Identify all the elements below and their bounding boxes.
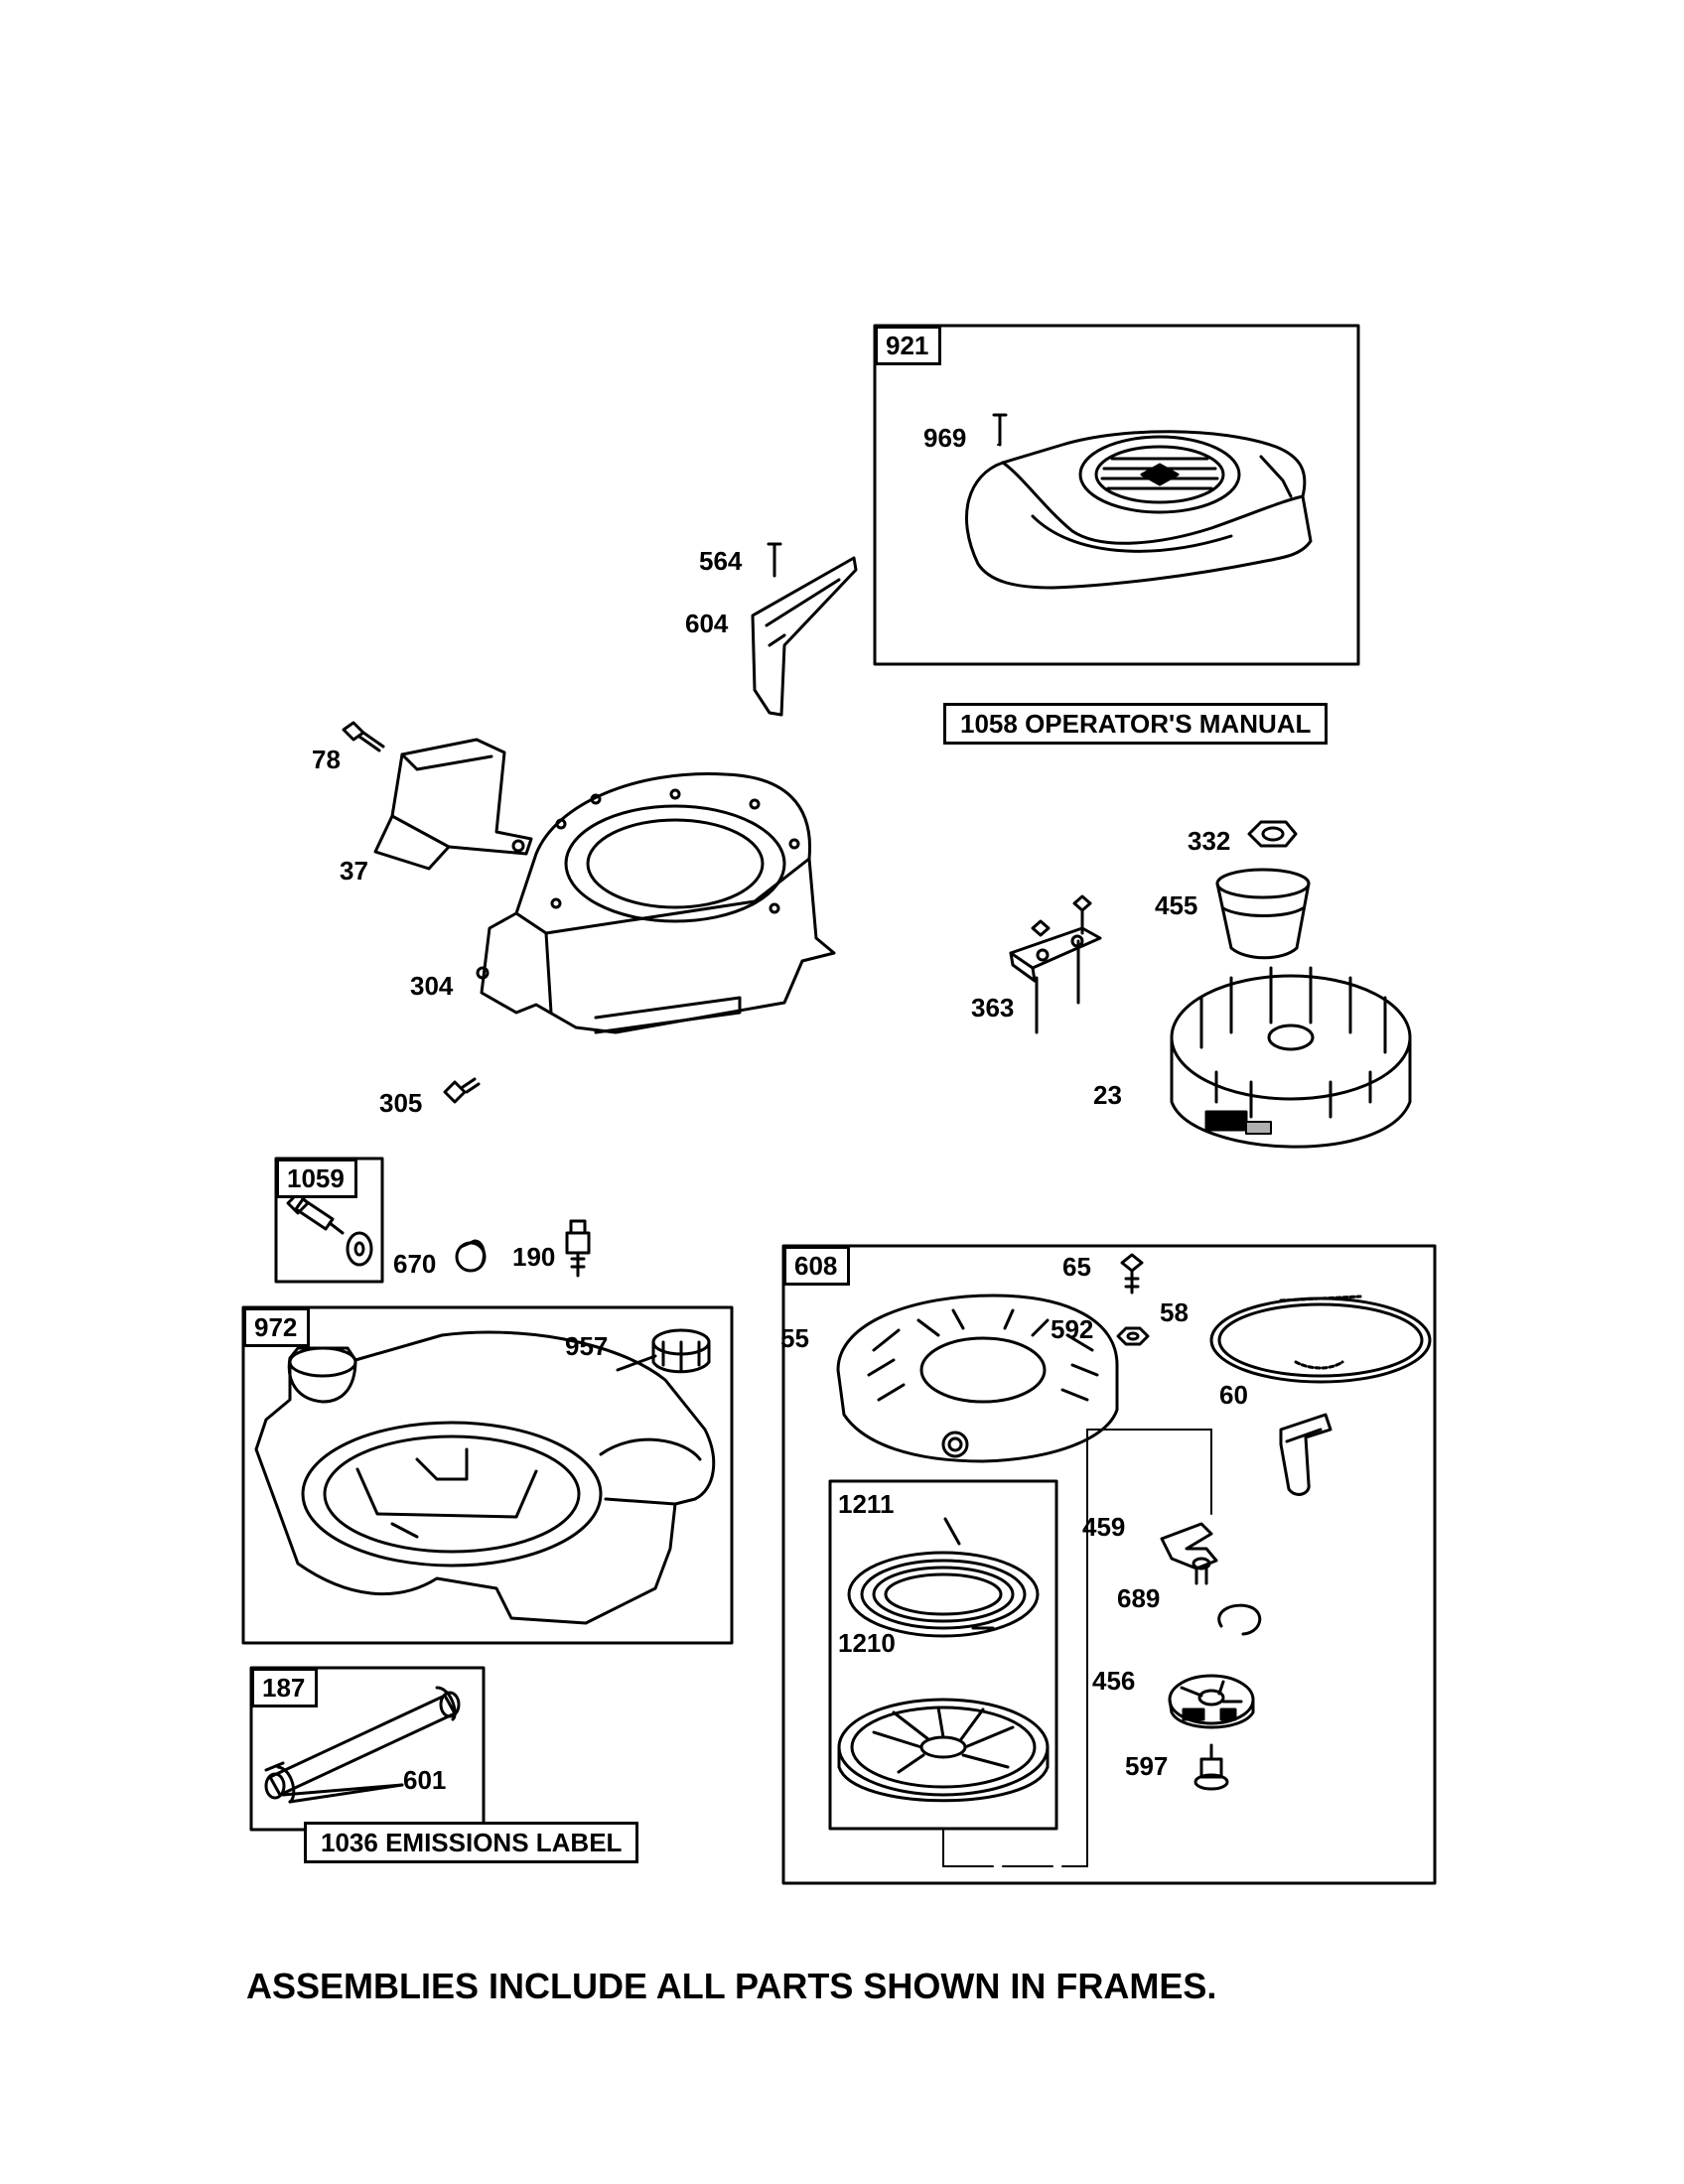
part-label-601: 601: [403, 1765, 447, 1795]
part-label-37: 37: [340, 856, 368, 886]
part-label-55: 55: [780, 1323, 809, 1353]
fuel-cap-957: [616, 1328, 711, 1374]
pulley-1210: [837, 1698, 1050, 1803]
part-label-60: 60: [1219, 1380, 1248, 1410]
operators-manual-banner: 1058 OPERATOR'S MANUAL: [943, 703, 1329, 745]
bolt-washer-1059: [286, 1191, 373, 1267]
part-label-304: 304: [410, 971, 454, 1001]
part-label-597: 597: [1125, 1751, 1169, 1781]
part-label-459: 459: [1082, 1512, 1126, 1542]
part-label-65: 65: [1062, 1252, 1091, 1282]
starter-cup-455: [1215, 868, 1311, 960]
fitting-190: [565, 1219, 591, 1278]
screw-564: [767, 542, 782, 578]
frame-921-border: [873, 324, 1360, 666]
starter-housing-55: [836, 1294, 1119, 1463]
part-label-957: 957: [565, 1331, 609, 1361]
air-guide-37: [373, 738, 533, 871]
part-label-305: 305: [379, 1088, 423, 1118]
nut-592: [1116, 1326, 1150, 1346]
ratchet-456: [1168, 1674, 1255, 1729]
emissions-label-banner: 1036 EMISSIONS LABEL: [304, 1822, 639, 1863]
blower-housing-304: [476, 772, 836, 1034]
part-label-190: 190: [512, 1242, 556, 1272]
fuel-line-187: [264, 1686, 461, 1804]
part-label-592: 592: [1051, 1314, 1094, 1344]
frame-tag-972: 972: [243, 1307, 311, 1347]
frame-tag-921: 921: [875, 326, 942, 365]
flywheel-23: [1170, 966, 1412, 1149]
frame-tag-187: 187: [251, 1668, 319, 1707]
part-label-1210: 1210: [838, 1628, 896, 1658]
spacer-670: [455, 1239, 487, 1273]
part-label-363: 363: [971, 993, 1015, 1023]
part-label-23: 23: [1093, 1080, 1122, 1110]
screw-597: [1193, 1743, 1229, 1791]
starter-rope-58: [1209, 1295, 1432, 1384]
fuel-tank-972: [254, 1330, 716, 1625]
part-label-332: 332: [1188, 826, 1231, 856]
frame-608-connector-lines: [942, 1429, 1212, 1867]
screw-305: [443, 1077, 481, 1104]
frame-tag-1059: 1059: [276, 1159, 357, 1198]
part-label-58: 58: [1160, 1297, 1189, 1327]
part-label-1211: 1211: [838, 1489, 895, 1519]
frame-tag-608: 608: [783, 1246, 851, 1286]
part-label-455: 455: [1155, 890, 1198, 920]
retainer-ring-689: [1217, 1603, 1262, 1636]
screw-969: [992, 413, 1008, 447]
frame-972-border: [241, 1305, 734, 1645]
part-label-604: 604: [685, 609, 729, 638]
pawl-459: [1160, 1522, 1218, 1585]
part-label-689: 689: [1117, 1583, 1161, 1613]
bracket-363: [1009, 894, 1102, 1034]
rewind-spring-1211: [847, 1517, 1040, 1638]
part-label-564: 564: [699, 546, 743, 576]
nut-332: [1247, 820, 1298, 848]
blower-housing-cover-921: [964, 430, 1313, 590]
frame-608-border: [781, 1244, 1437, 1885]
starter-handle-60: [1279, 1413, 1333, 1496]
assemblies-footer-note: ASSEMBLIES INCLUDE ALL PARTS SHOWN IN FR…: [246, 1966, 1217, 2006]
bolt-78: [342, 721, 385, 752]
part-label-78: 78: [312, 745, 341, 774]
screw-65: [1120, 1253, 1144, 1295]
guard-604: [751, 556, 858, 717]
part-label-456: 456: [1092, 1666, 1136, 1696]
part-label-969: 969: [923, 423, 967, 453]
part-label-670: 670: [393, 1249, 437, 1279]
